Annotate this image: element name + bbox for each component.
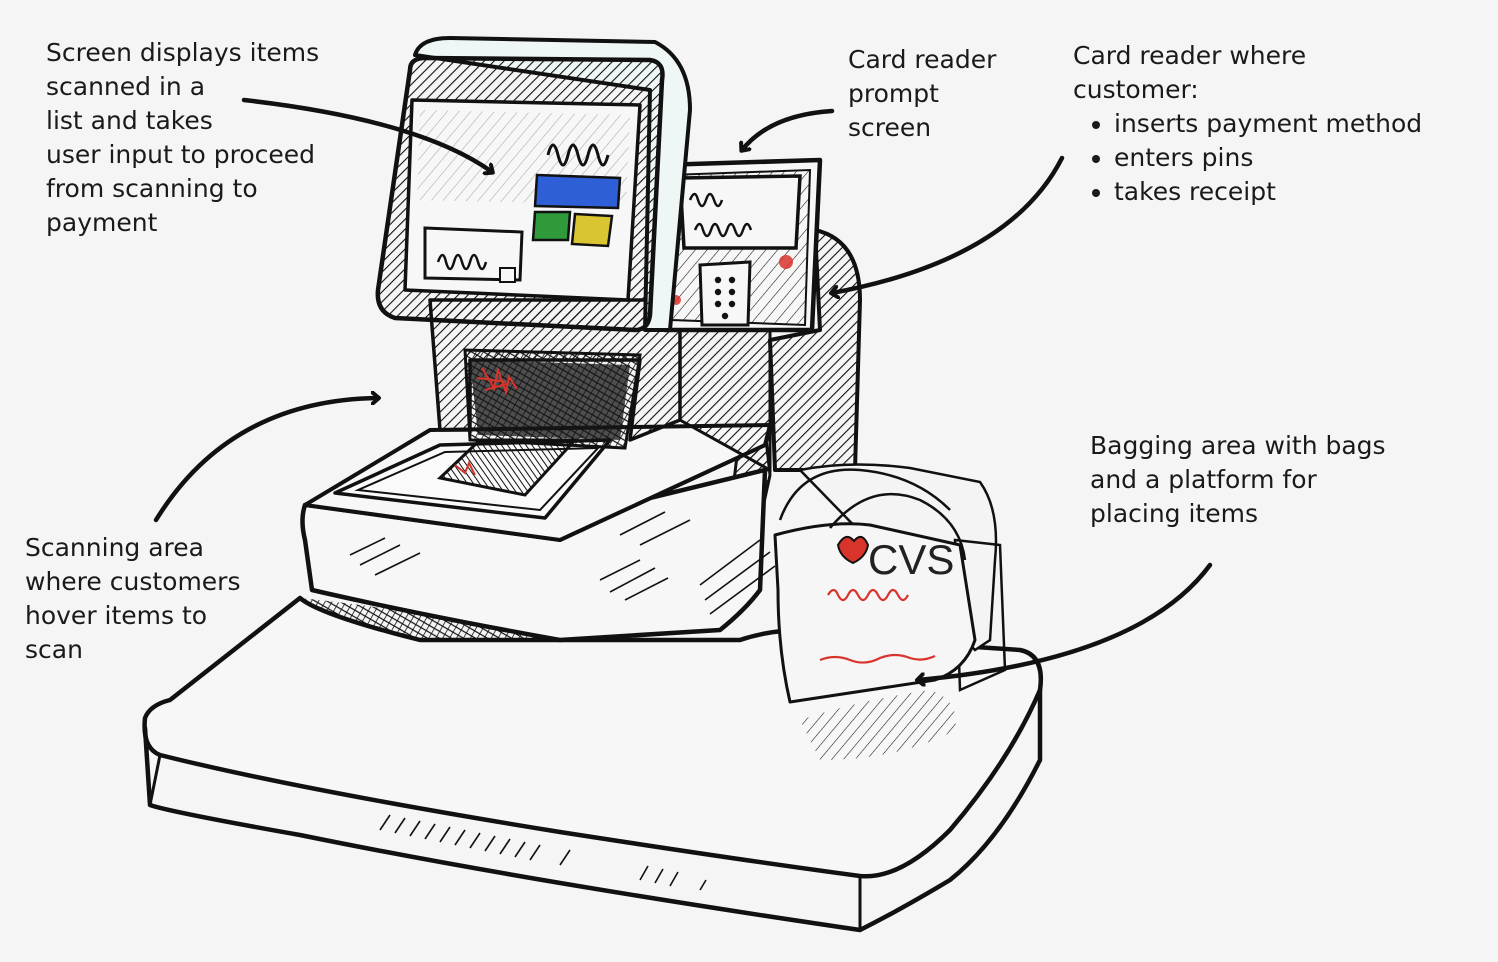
card-reader-bullet-list: inserts payment method enters pins takes… [1073,107,1422,209]
annotation-line: scanned in a [46,70,319,104]
arrow-to-card-reader [832,158,1062,293]
annotation-screen: Screen displays items scanned in a list … [46,36,319,240]
annotation-line: placing items [1090,497,1386,531]
main-screen [378,38,690,330]
annotation-line: Scanning area [25,531,240,565]
annotation-line: payment [46,206,319,240]
annotation-line: list and takes [46,104,319,138]
bullet-item: takes receipt [1114,175,1422,209]
annotation-line: Card reader where [1073,39,1422,73]
annotation-line: customer: [1073,73,1422,107]
arrow-to-prompt-screen [742,111,832,150]
annotation-card-reader-prompt: Card reader prompt screen [848,43,996,145]
annotation-line: Screen displays items [46,36,319,70]
annotation-line: prompt [848,77,996,111]
annotation-line: Card reader [848,43,996,77]
bullet-item: inserts payment method [1114,107,1422,141]
annotation-card-reader: Card reader where customer: inserts paym… [1073,39,1422,209]
annotation-line: from scanning to [46,172,319,206]
annotation-line: screen [848,111,996,145]
annotation-line: scan [25,633,240,667]
annotation-bagging-area: Bagging area with bags and a platform fo… [1090,429,1386,531]
card-reader-unit [660,160,860,470]
annotation-line: and a platform for [1090,463,1386,497]
annotation-scanning-area: Scanning area where customers hover item… [25,531,240,667]
annotation-line: user input to proceed [46,138,319,172]
annotation-line: hover items to [25,599,240,633]
bag-logo: CVS [868,536,954,583]
annotation-line: where customers [25,565,240,599]
bullet-item: enters pins [1114,141,1422,175]
annotation-line: Bagging area with bags [1090,429,1386,463]
